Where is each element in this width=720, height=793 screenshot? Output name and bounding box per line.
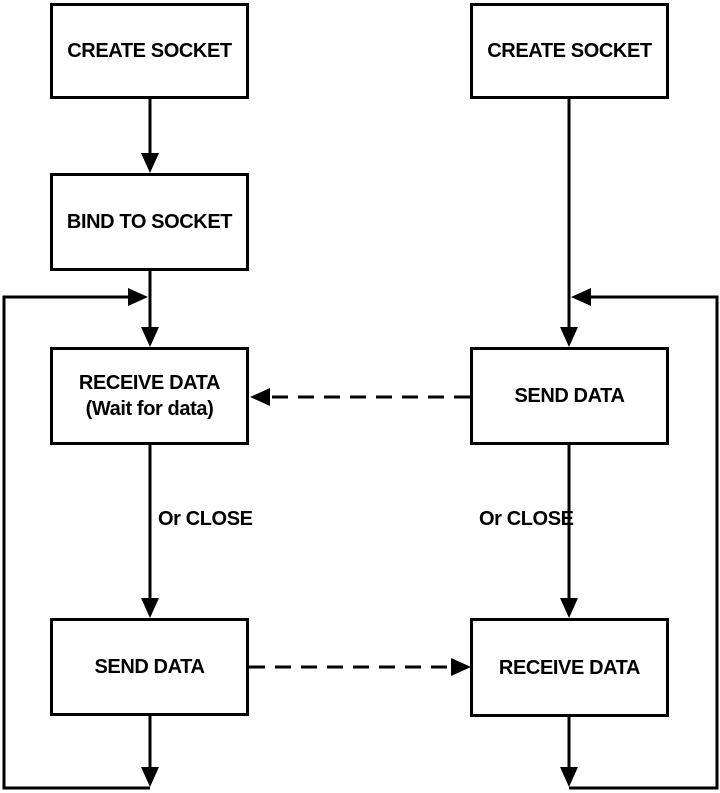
box-label: CREATE SOCKET	[487, 40, 652, 62]
box-label: RECEIVE DATA	[498, 656, 641, 679]
arrowhead-receive-left-top	[141, 327, 159, 347]
box-sublabel: (Wait for data)	[85, 398, 214, 420]
box-label: CREATE SOCKET	[67, 40, 232, 62]
box-bind-to-socket: BIND TO SOCKET	[50, 173, 249, 271]
loop-left-line	[2, 295, 150, 790]
arrowhead-loop-right-join	[571, 288, 591, 306]
box-label: SEND DATA	[514, 385, 625, 407]
edge-label-or-close-right: Or CLOSE	[479, 508, 574, 530]
box-label: SEND DATA	[94, 656, 205, 678]
box-send-data-left: SEND DATA	[50, 618, 249, 716]
box-create-socket-left: CREATE SOCKET	[50, 3, 249, 99]
box-send-data-right: SEND DATA	[470, 347, 669, 445]
arrowhead-receive-right-top	[560, 598, 578, 618]
edge-label-or-close-left: Or CLOSE	[158, 508, 253, 530]
box-label: BIND TO SOCKET	[66, 211, 233, 233]
arrowhead-send-left-top	[141, 598, 159, 618]
box-label: RECEIVE DATA	[78, 372, 221, 394]
box-receive-data-right: RECEIVE DATA	[470, 618, 669, 717]
arrowhead-loop-right-bottom	[560, 767, 578, 787]
loop-right-line	[569, 295, 719, 790]
arrowhead-loop-left-join	[128, 288, 148, 306]
box-receive-data-left: RECEIVE DATA (Wait for data)	[50, 347, 249, 445]
arrowhead-send-right-top	[560, 327, 578, 347]
arrowhead-dashed-to-receive-right	[451, 658, 471, 676]
arrowhead-dashed-to-receive-left	[250, 388, 270, 406]
arrowhead-loop-left-bottom	[141, 767, 159, 787]
box-create-socket-right: CREATE SOCKET	[470, 3, 669, 99]
arrowhead-bind-top	[141, 153, 159, 173]
